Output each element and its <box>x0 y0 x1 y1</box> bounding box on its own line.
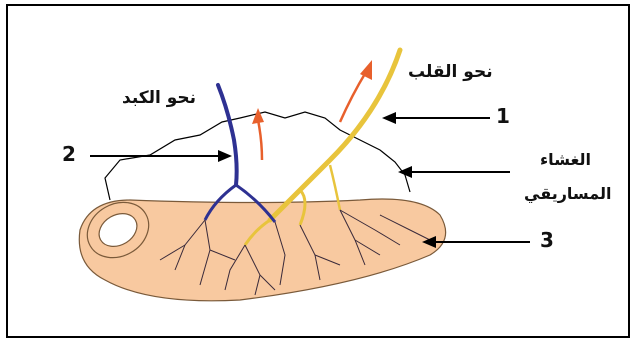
pointer-arrow-2-head <box>218 150 232 162</box>
label-to-heart: نحو القلب <box>408 62 493 82</box>
label-to-liver: نحو الكبد <box>122 88 196 108</box>
number-2: 2 <box>62 142 76 166</box>
label-membrane-line2: المساريقي <box>524 184 611 203</box>
flow-arrow-vein <box>258 120 262 160</box>
flow-arrow-vein-head <box>252 108 264 124</box>
lymph-vessel-main <box>270 50 400 220</box>
pointer-arrow-1-head <box>382 112 396 124</box>
vein-main <box>218 85 237 185</box>
label-membrane-line1: الغشاء <box>540 150 591 169</box>
number-1: 1 <box>496 104 510 128</box>
number-3: 3 <box>540 228 554 252</box>
flow-arrow-lymph <box>340 72 366 122</box>
